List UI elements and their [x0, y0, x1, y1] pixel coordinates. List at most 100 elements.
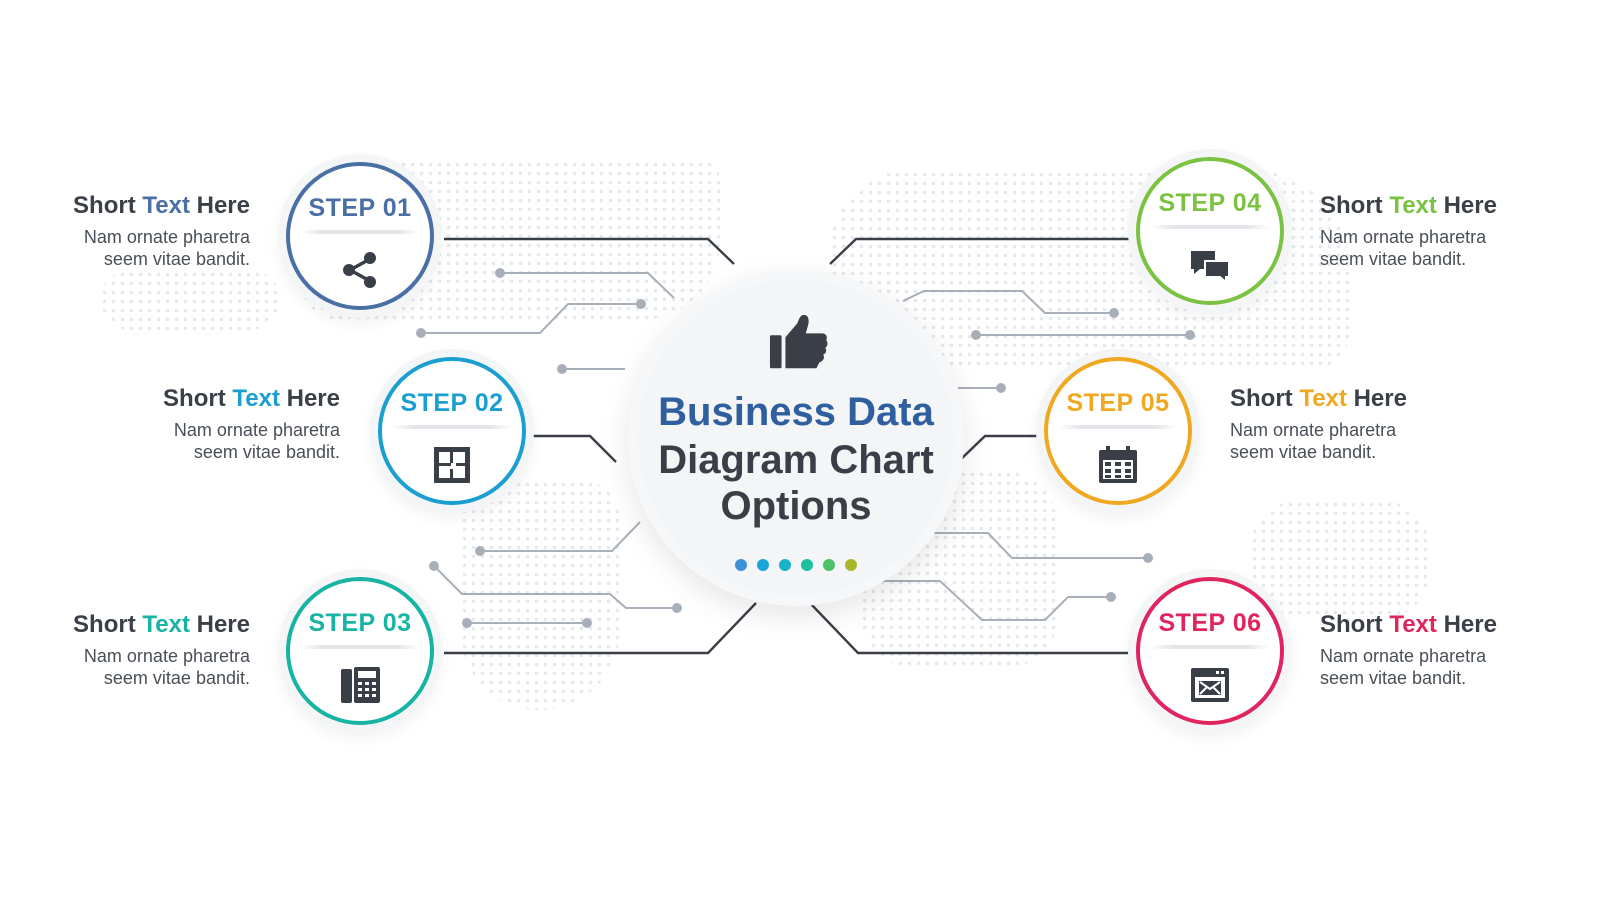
connector-step-03 [444, 602, 757, 655]
circuit-node [1185, 330, 1195, 340]
connector-step-04 [829, 237, 1130, 265]
title-post: Here [189, 192, 250, 219]
color-dot [801, 559, 813, 571]
step-divider [1058, 425, 1178, 429]
step-label: STEP 01 [308, 194, 412, 222]
step-title: Short Text Here [0, 611, 250, 639]
step-divider [1150, 225, 1270, 229]
email-window-icon [1191, 668, 1229, 702]
step-label: STEP 04 [1158, 189, 1262, 217]
title-post: Here [1436, 192, 1497, 219]
step-title: Short Text Here [1320, 611, 1580, 639]
circuit-node [636, 299, 646, 309]
step-label: STEP 03 [308, 609, 412, 637]
connector-step-06 [809, 602, 1130, 655]
circuit-node [557, 364, 567, 374]
main-connectors [444, 237, 1130, 655]
circuit-node [971, 330, 981, 340]
title-post: Here [189, 611, 250, 638]
step-06-circle: STEP 06 [1136, 577, 1284, 725]
description-line: Nam ornate pharetra [1320, 646, 1487, 666]
title-pre: Short [73, 192, 143, 219]
circuit-trace [902, 290, 1114, 314]
title-post: Here [1436, 611, 1497, 638]
step-label: STEP 05 [1066, 389, 1170, 417]
step-divider [300, 645, 420, 649]
description-line: Nam ornate pharetra [1320, 227, 1487, 247]
center-title-line3: Options [720, 484, 872, 528]
step-05-circle: STEP 05 [1044, 357, 1192, 505]
circuit-node [1109, 308, 1119, 318]
step-title: Short Text Here [1230, 385, 1490, 413]
circuit-node [429, 561, 439, 571]
world-map-dots [100, 270, 280, 330]
circuit-node [475, 546, 485, 556]
title-pre: Short [1320, 192, 1390, 219]
circuit-node [672, 603, 682, 613]
step-title: Short Text Here [1320, 192, 1580, 220]
circuit-trace [421, 303, 641, 334]
center-circle: Business Data Diagram Chart Options [628, 270, 964, 606]
circuit-trace [930, 532, 1148, 559]
color-dot [757, 559, 769, 571]
circuit-nodes [416, 268, 1195, 628]
description-line: Nam ornate pharetra [173, 420, 340, 440]
title-highlight: Text [142, 192, 190, 219]
circuit-node [1106, 592, 1116, 602]
step-04-circle: STEP 04 [1136, 157, 1284, 305]
share-icon [343, 252, 376, 288]
description-line: seem vitae bandit. [1320, 668, 1467, 688]
step-divider [392, 425, 512, 429]
office-phone-icon [341, 667, 380, 703]
description-line: Nam ornate pharetra [83, 227, 250, 247]
circuit-trace [433, 565, 677, 609]
connector-step-01 [444, 237, 735, 265]
color-dot [823, 559, 835, 571]
step-divider [300, 230, 420, 234]
step-label: STEP 06 [1158, 609, 1262, 637]
color-dot [779, 559, 791, 571]
title-post: Here [279, 385, 340, 412]
center-title-line2: Diagram Chart [658, 438, 934, 482]
floor-plan-icon [434, 447, 470, 483]
step-title: Short Text Here [80, 385, 340, 413]
circuit-trace [480, 521, 641, 552]
thumbs-up-icon [769, 314, 828, 369]
description-line: Nam ornate pharetra [1230, 420, 1397, 440]
title-highlight: Text [232, 385, 280, 412]
circuit-node [996, 383, 1006, 393]
title-highlight: Text [1299, 385, 1347, 412]
circuit-node [582, 618, 592, 628]
color-dot [845, 559, 857, 571]
step-title: Short Text Here [0, 192, 250, 220]
circuit-node [416, 328, 426, 338]
connector-step-05 [957, 434, 1040, 463]
title-highlight: Text [1389, 192, 1437, 219]
center-title-line1: Business Data [658, 390, 934, 434]
circuit-trace [878, 580, 1111, 621]
description-line: seem vitae bandit. [193, 442, 340, 462]
title-highlight: Text [142, 611, 190, 638]
title-post: Here [1346, 385, 1407, 412]
title-pre: Short [1230, 385, 1300, 412]
title-pre: Short [163, 385, 233, 412]
title-pre: Short [73, 611, 143, 638]
center-color-dots [638, 558, 954, 576]
description-line: seem vitae bandit. [103, 668, 250, 688]
chat-bubbles-icon [1191, 251, 1230, 285]
world-map-dots [1250, 500, 1430, 620]
title-highlight: Text [1389, 611, 1437, 638]
title-pre: Short [1320, 611, 1390, 638]
description-line: seem vitae bandit. [1320, 249, 1467, 269]
